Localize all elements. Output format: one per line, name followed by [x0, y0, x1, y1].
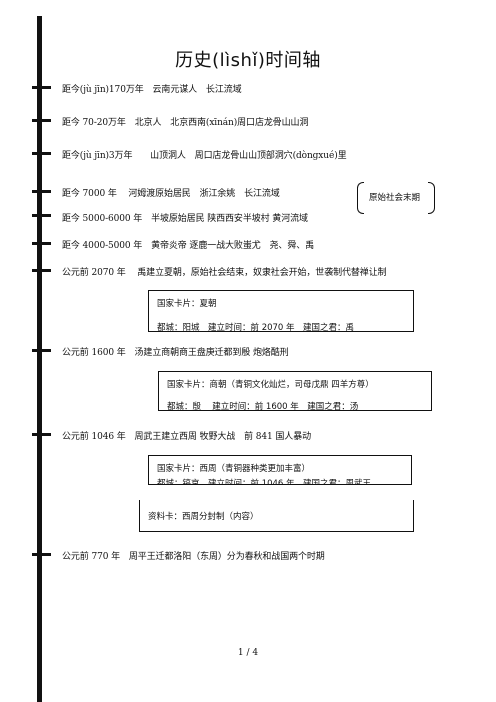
card-fenfeng-system: 资料卡：西周分封制（内容）: [139, 500, 414, 532]
timeline-tick: [32, 86, 51, 89]
card-western-zhou-title: 国家卡片：西周（青铜器种类更加丰富）: [157, 464, 311, 474]
timeline-event: 公元前 770 年 周平王迁都洛阳（东周）分为春秋和战国两个时期: [62, 552, 325, 562]
timeline-event: 距今 4000-5000 年 黄帝炎帝 逐鹿一战大败蚩尤 尧、舜、禹: [62, 241, 315, 251]
card-xia-details: 都城：阳城 建立时间：前 2070 年 建国之君：禹: [157, 323, 355, 332]
timeline-tick: [32, 190, 51, 193]
timeline-event: 公元前 1046 年 周武王建立西周 牧野大战 前 841 国人暴动: [62, 432, 311, 442]
page-number: 1 / 4: [237, 648, 259, 658]
timeline-tick: [32, 119, 51, 122]
timeline-event: 公元前 1600 年 汤建立商朝商王盘庚迁都到殷 炮烙酷刑: [62, 348, 289, 358]
card-shang-title: 国家卡片：商朝（青铜文化灿烂，司母戊鼎 四羊方尊）: [167, 380, 374, 390]
timeline-tick: [32, 553, 51, 556]
bracket-right: [428, 182, 435, 214]
timeline-tick: [32, 269, 51, 272]
card-fenfeng-title: 资料卡：西周分封制（内容）: [148, 512, 259, 522]
card-shang-details: 都城：殷 建立时间：前 1600 年 建国之君：汤: [167, 402, 359, 411]
timeline-event: 距今 5000-6000 年 半坡原始居民 陕西西安半坡村 黄河流域: [62, 214, 308, 224]
timeline-event: 距今 7000 年 河姆渡原始居民 浙江余姚 长江流域: [62, 189, 280, 199]
page-title: 历史(lìshǐ)时间轴: [175, 50, 321, 71]
bracket-left: [357, 182, 364, 214]
primitive-society-note: 原始社会末期: [357, 182, 435, 214]
card-shang-dynasty: 国家卡片：商朝（青铜文化灿烂，司母戊鼎 四羊方尊） 都城：殷 建立时间：前 16…: [158, 371, 432, 411]
timeline-tick: [32, 214, 51, 217]
timeline-tick: [32, 433, 51, 436]
timeline-event: 距今(jù jīn)3万年 山顶洞人 周口店龙骨山山顶部洞穴(dòngxué)里: [62, 151, 347, 161]
card-xia-dynasty: 国家卡片：夏朝 都城：阳城 建立时间：前 2070 年 建国之君：禹: [148, 290, 414, 332]
card-western-zhou: 国家卡片：西周（青铜器种类更加丰富） 都城：镐京 建立时间：前 1046 年 建…: [148, 455, 412, 485]
timeline-axis: [37, 16, 42, 702]
primitive-society-label: 原始社会末期: [369, 193, 421, 203]
timeline-event: 距今(jù jīn)170万年 云南元谋人 长江流域: [62, 85, 242, 95]
timeline-tick: [32, 349, 51, 352]
timeline-tick: [32, 242, 51, 245]
card-xia-title: 国家卡片：夏朝: [157, 299, 217, 309]
timeline-tick: [32, 152, 51, 155]
timeline-event: 距今 70-20万年 北京人 北京西南(xīnán)周口店龙骨山山洞: [62, 118, 309, 128]
card-western-zhou-details: 都城：镐京 建立时间：前 1046 年 建国之君：周武王: [157, 479, 372, 485]
timeline-event: 公元前 2070 年 禹建立夏朝，原始社会结束，奴隶社会开始，世袭制代替禅让制: [62, 268, 387, 278]
